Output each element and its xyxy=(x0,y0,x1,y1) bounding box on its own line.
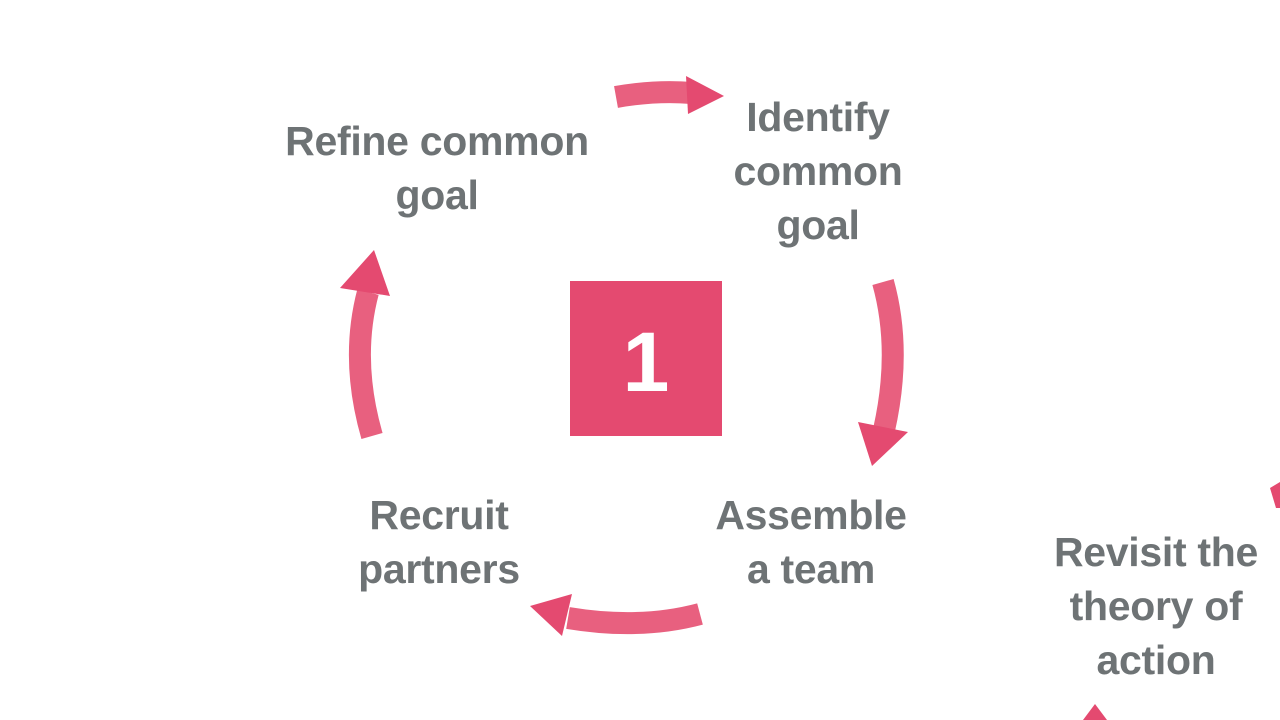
label-line: Assemble xyxy=(715,492,907,538)
label-line: Refine common xyxy=(285,118,589,164)
label-line: common xyxy=(733,148,903,194)
arrow-assemble-to-recruit xyxy=(530,594,703,636)
label-line: a team xyxy=(746,546,876,592)
step-number-box: 1 xyxy=(570,281,722,436)
label-recruit-partners: Recruit partners xyxy=(338,488,540,596)
step-number: 1 xyxy=(622,314,670,409)
arrow-recruit-to-refine xyxy=(340,250,390,440)
label-assemble-a-team: Assemble a team xyxy=(700,488,922,596)
arrow-partial-right-edge xyxy=(1270,482,1280,508)
label-line: partners xyxy=(358,546,520,592)
label-refine-common-goal: Refine common goal xyxy=(262,114,612,222)
label-line: goal xyxy=(776,202,860,248)
label-line: theory of xyxy=(1069,583,1243,629)
label-line: Recruit xyxy=(369,492,509,538)
arrow-refine-to-identify xyxy=(614,76,724,114)
arrow-partial-bottom xyxy=(1083,704,1107,720)
label-revisit-theory-of-action: Revisit the theory of action xyxy=(1040,525,1272,687)
label-line: Identify xyxy=(746,94,890,140)
label-line: goal xyxy=(395,172,479,218)
label-identify-common-goal: Identify common goal xyxy=(718,90,918,252)
label-line: action xyxy=(1096,637,1216,683)
arrow-identify-to-assemble xyxy=(858,279,908,466)
label-line: Revisit the xyxy=(1053,529,1259,575)
